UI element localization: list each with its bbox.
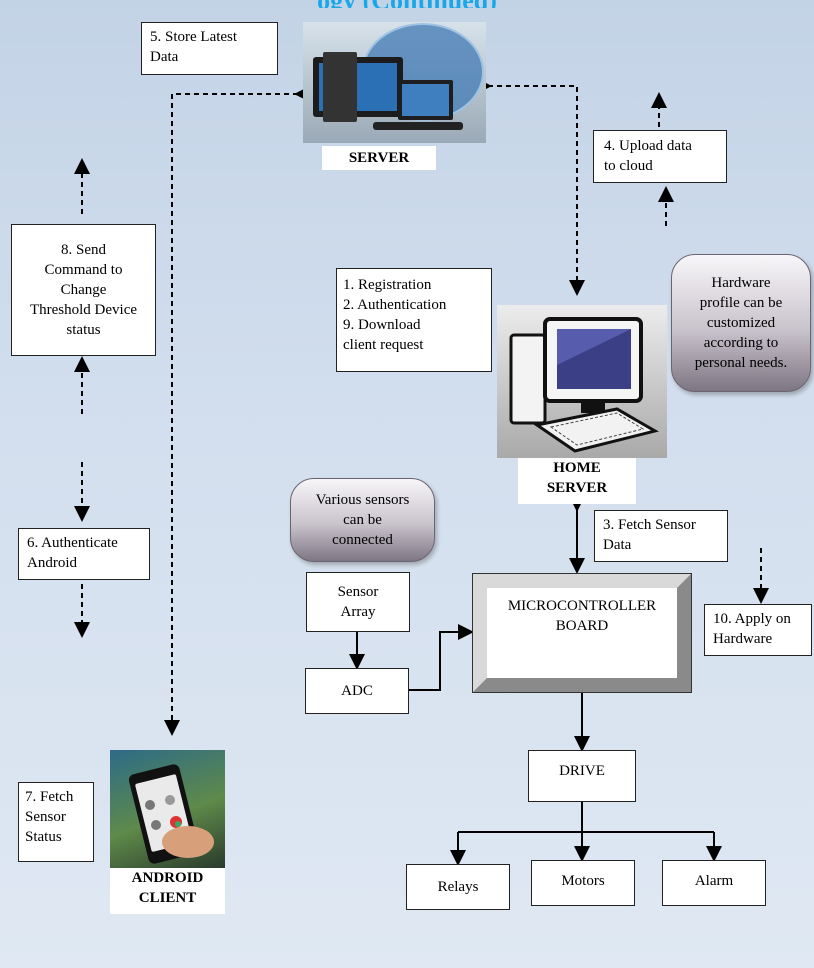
step-2-line: 2. Authentication (343, 297, 447, 313)
step-10-apply-on-hardware: 10. Apply on Hardware (704, 604, 812, 656)
alarm-block: Alarm (662, 860, 766, 906)
hardware-profile-callout: Hardware profile can be customized accor… (671, 254, 811, 392)
step-8-line-4: Threshold Device (29, 302, 138, 318)
server-homeserver-link (476, 78, 585, 296)
relays-block: Relays (406, 864, 510, 910)
android-client-label: ANDROID CLIENT (110, 868, 225, 914)
home-server-label: HOME SERVER (518, 458, 636, 504)
sensor-array-block: Sensor Array (306, 572, 410, 632)
step-7-line-3: Status (25, 829, 62, 845)
drive-block: DRIVE (528, 750, 636, 802)
mcu-line-1: MICROCONTROLLER (507, 598, 657, 614)
server-android-link (164, 86, 310, 736)
step-9-line-2: client request (343, 337, 424, 353)
step-4-line-2: to cloud (604, 158, 653, 174)
sensors-callout-line-2: can be (343, 512, 382, 528)
motors-label: Motors (561, 873, 605, 889)
sensors-callout-line-3: connected (332, 532, 393, 548)
mcu-line-2: BOARD (555, 618, 609, 634)
home-server-label-line-1: HOME (553, 460, 601, 476)
hardware-callout-line-1: Hardware (711, 275, 771, 291)
adc-block: ADC (305, 668, 409, 714)
step-8-send-command: 8. Send Command to Change Threshold Devi… (11, 224, 156, 356)
relays-label: Relays (437, 879, 479, 895)
adc-mcu-link (409, 624, 474, 691)
step-4-line-1: 4. Upload data (604, 138, 692, 154)
step-4-upload-to-cloud: 4. Upload data to cloud (593, 130, 727, 183)
microcontroller-board-block: MICROCONTROLLER BOARD (472, 573, 692, 693)
step-3-fetch-sensor-data: 3. Fetch Sensor Data (594, 510, 728, 562)
step-3-line-2: Data (603, 537, 632, 553)
hardware-callout-line-2: profile can be (699, 295, 783, 311)
sensors-callout-line-1: Various sensors (315, 492, 410, 508)
various-sensors-callout: Various sensors can be connected (290, 478, 435, 562)
sensor-array-line-1: Sensor (337, 584, 379, 600)
page-title: ogy (Continued) (0, 0, 814, 8)
alarm-label: Alarm (694, 873, 734, 889)
step-8-line-3: Change (60, 282, 107, 298)
step-5-line-1: 5. Store Latest (150, 29, 238, 45)
desktop-computer-icon (509, 317, 659, 453)
hardware-callout-line-4: according to (703, 335, 779, 351)
step-8-line-2: Command to (44, 262, 123, 278)
android-client-image (110, 750, 225, 868)
server-image (303, 22, 486, 143)
sensor-array-line-2: Array (340, 604, 376, 620)
steps-1-2-9: 1. Registration 2. Authentication 9. Dow… (336, 268, 492, 372)
motors-block: Motors (531, 860, 635, 906)
drive-label: DRIVE (559, 763, 605, 779)
step-3-line-1: 3. Fetch Sensor (603, 517, 696, 533)
step-8-line-1: 8. Send (61, 242, 106, 258)
step-10-line-1: 10. Apply on (713, 611, 791, 627)
step-9-line-1: 9. Download (343, 317, 421, 333)
drive-bus (458, 802, 714, 833)
step-5-store-latest-data: 5. Store Latest Data (141, 22, 278, 75)
step-5-line-2: Data (150, 49, 179, 65)
step-7-line-2: Sensor (25, 809, 66, 825)
adc-label: ADC (341, 683, 373, 699)
step-6-line-1: 6. Authenticate (27, 535, 118, 551)
home-server-label-line-2: SERVER (546, 480, 608, 496)
smartphone-icon (128, 764, 214, 864)
hardware-callout-line-5: personal needs. (694, 355, 788, 371)
step-6-line-2: Android (27, 555, 77, 571)
server-computer-icon (313, 23, 484, 130)
step-7-line-1: 7. Fetch (25, 789, 74, 805)
home-server-image (497, 305, 667, 458)
android-label-line-1: ANDROID (131, 870, 204, 886)
step-10-line-2: Hardware (713, 631, 773, 647)
step-6-authenticate-android: 6. Authenticate Android (18, 528, 150, 580)
hardware-callout-line-3: customized (706, 315, 776, 331)
server-label: SERVER (322, 146, 436, 170)
android-label-line-2: CLIENT (138, 890, 197, 906)
step-8-line-5: status (66, 322, 101, 338)
step-7-fetch-sensor-status: 7. Fetch Sensor Status (18, 782, 94, 862)
step-1-line: 1. Registration (343, 277, 432, 293)
